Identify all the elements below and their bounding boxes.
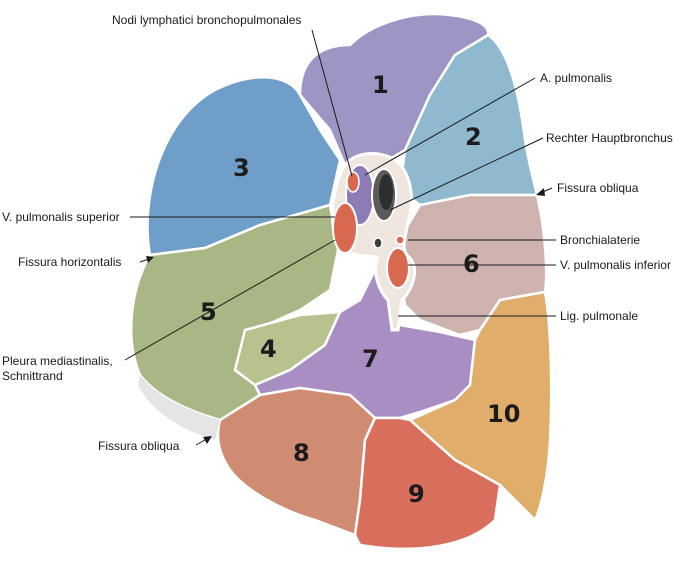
segment-5 [130, 203, 340, 422]
superior-pulmonary-vein-small [346, 171, 360, 193]
label-v-pulmonalis-superior: V. pulmonalis superior [2, 210, 120, 224]
inferior-pulmonary-vein [386, 247, 410, 289]
label-schnittrand: Schnittrand [2, 369, 63, 383]
leader-a-pulmonalis [364, 77, 536, 176]
label-lig-pulmonale: Lig. pulmonale [560, 309, 639, 323]
leader-nodi [311, 29, 353, 177]
label-fissura-obliqua-bottom: Fissura obliqua [98, 439, 180, 453]
label-fissura-obliqua-top: Fissura obliqua [557, 181, 639, 195]
label-pleura-mediastinalis: Pleura mediastinalis, [2, 354, 113, 368]
label-bronchialaterie: Bronchialaterie [560, 233, 641, 247]
leader-pleura [124, 239, 336, 361]
segment-number-6: 6 [463, 250, 480, 278]
bronchial-artery [395, 235, 405, 245]
leader-hauptbronchus [389, 137, 544, 211]
segment-9 [353, 416, 502, 551]
segment-number-1: 1 [372, 71, 389, 99]
lower-shadow [138, 375, 220, 440]
segment-number-10: 10 [487, 400, 520, 428]
label-a-pulmonalis: A. pulmonalis [540, 71, 613, 85]
segment-number-3: 3 [233, 154, 250, 182]
segment-number-8: 8 [293, 439, 310, 467]
segment-number-4: 4 [260, 335, 277, 363]
arrowhead-fissura-obliqua-bottom [203, 436, 212, 444]
label-nodi-lymphatici: Nodi lymphatici bronchopulmonales [112, 13, 302, 27]
label-fissura-horizontalis: Fissura horizontalis [18, 255, 122, 269]
label-rechter-hauptbronchus: Rechter Hauptbronchus [546, 131, 673, 145]
arrowhead-fissura-horizontalis [146, 256, 154, 263]
main-bronchus-lumen [379, 174, 393, 210]
segment-number-2: 2 [465, 123, 482, 151]
superior-pulmonary-vein [332, 202, 358, 254]
label-v-pulmonalis-inferior: V. pulmonalis inferior [560, 258, 671, 272]
arrowhead-fissura-obliqua-top [536, 188, 545, 196]
segment-number-9: 9 [408, 480, 425, 508]
segment-number-7: 7 [362, 345, 379, 373]
lymph-node-lower [373, 237, 383, 249]
